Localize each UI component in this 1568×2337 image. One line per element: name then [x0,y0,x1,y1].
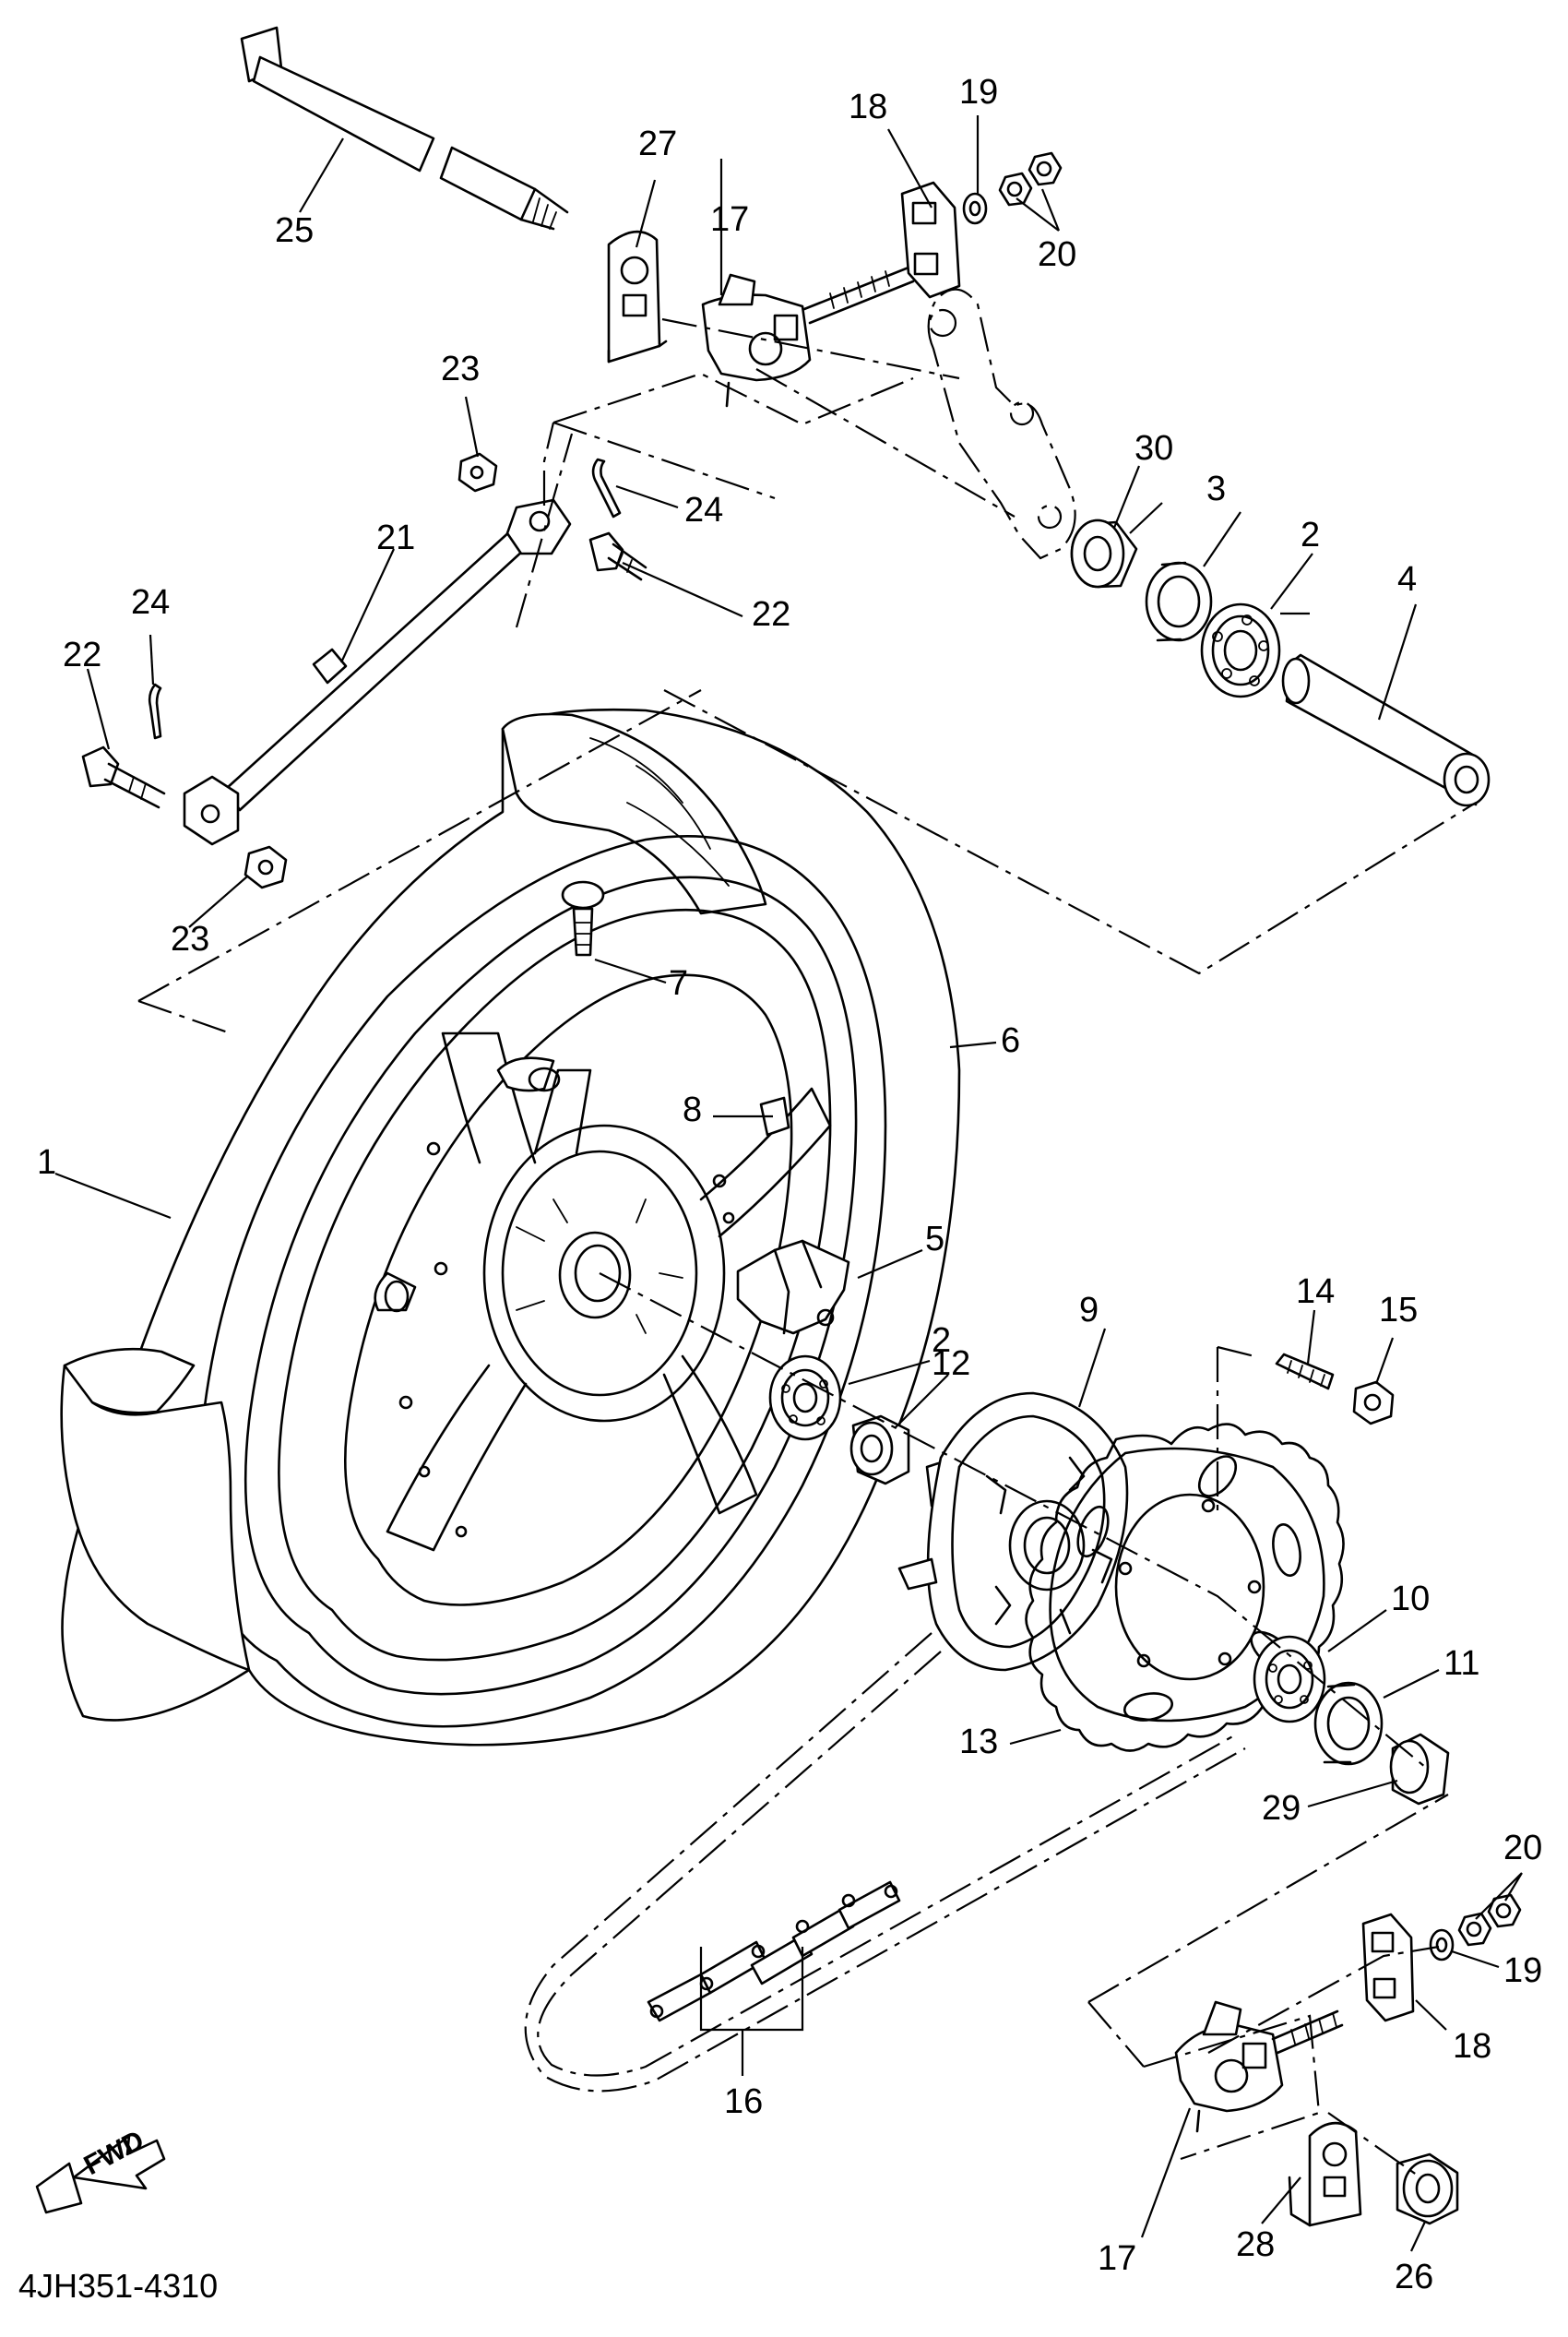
callout-20-bottom: 20 [1503,1829,1542,1867]
stud-bolt-14 [1275,1353,1335,1390]
bearing-10 [1253,1635,1326,1723]
wheel-spacer-4 [1281,653,1491,807]
callout-16: 16 [724,2082,763,2121]
washer-and-nuts-top [962,151,1063,225]
callout-4: 4 [1397,560,1417,599]
callout-9: 9 [1079,1291,1099,1329]
callout-1: 1 [37,1143,56,1182]
collar-12 [849,1414,910,1485]
swingarm-end-outline [927,288,1076,560]
bolt-22-right [588,531,647,581]
callout-7: 7 [669,964,688,1003]
torque-rod-21 [183,498,572,846]
callout-2-upper: 2 [1301,516,1320,554]
callout-21: 21 [376,519,415,557]
cotter-pin-24-right [591,458,622,519]
callout-30: 30 [1134,429,1173,468]
cotter-pin-24-left [148,683,162,740]
callout-3: 3 [1206,470,1226,508]
callout-22-right: 22 [752,595,790,634]
bearing-2-upper [1200,602,1281,698]
balance-weight-8 [759,1096,790,1137]
callout-23-bottom: 23 [171,920,209,959]
hub-damper-5 [736,1239,850,1335]
chain-adjuster-top [701,266,915,408]
callout-leader-lines [54,115,1523,2252]
axle-nut-26 [1396,2152,1459,2225]
callout-18-bottom: 18 [1453,2027,1491,2066]
callout-19-bottom: 19 [1503,1951,1542,1990]
chain-adjuster-bottom [1174,2000,1344,2133]
sprocket-13 [1025,1423,1345,1752]
callout-14: 14 [1296,1272,1335,1311]
callout-6: 6 [1001,1021,1020,1060]
callout-27: 27 [638,125,677,163]
valve-stem-7 [561,880,605,957]
callout-11: 11 [1443,1644,1479,1683]
callout-26: 26 [1395,2258,1433,2296]
fwd-arrow-icon [35,2134,166,2214]
nut-15 [1352,1380,1395,1425]
adjuster-plate-top [900,181,961,299]
bearing-2-lower [768,1354,842,1441]
nut-23-bottom [244,845,288,889]
washer-and-nuts-bottom [1429,1893,1522,1961]
callout-15: 15 [1379,1291,1418,1329]
callout-24-right: 24 [684,491,723,530]
adjuster-plate-bottom [1361,1913,1415,2022]
callout-19-top: 19 [959,73,998,112]
drive-chain-16 [524,1632,1246,2093]
callout-10: 10 [1391,1580,1430,1618]
callout-12: 12 [932,1344,970,1383]
callout-labels: 1 2 2 3 4 5 6 7 8 9 10 11 12 13 14 15 16… [37,73,1542,2296]
callout-5: 5 [925,1220,944,1258]
sprocket-hub-9 [897,1391,1129,1672]
callout-18-top: 18 [849,88,887,126]
rear-axle-shaft [240,26,569,231]
assembly-reference-lines [137,317,1477,2178]
bolt-22-left [81,745,166,809]
callout-29: 29 [1262,1789,1301,1828]
callout-20-top: 20 [1038,235,1076,274]
diagram-code: 4JH351-4310 [18,2267,218,2305]
callout-28: 28 [1236,2225,1275,2264]
callout-17-top: 17 [710,200,749,239]
rear-wheel-assembly [60,708,961,1747]
callout-17-bottom: 17 [1098,2239,1136,2278]
chain-puller-bracket-bottom [1288,2121,1362,2227]
chain-puller-bracket-top [607,230,668,364]
collar-30 [1070,519,1138,589]
nut-23-top [457,452,498,493]
callout-24-left: 24 [131,583,170,622]
callout-13: 13 [959,1723,998,1761]
callout-23-top: 23 [441,350,480,388]
oil-seal-11 [1313,1681,1384,1766]
callout-22-left: 22 [63,636,101,674]
callout-8: 8 [683,1091,702,1129]
callout-2-lower: 2 [932,1321,951,1360]
callout-25: 25 [275,211,314,250]
oil-seal-3 [1145,561,1213,642]
